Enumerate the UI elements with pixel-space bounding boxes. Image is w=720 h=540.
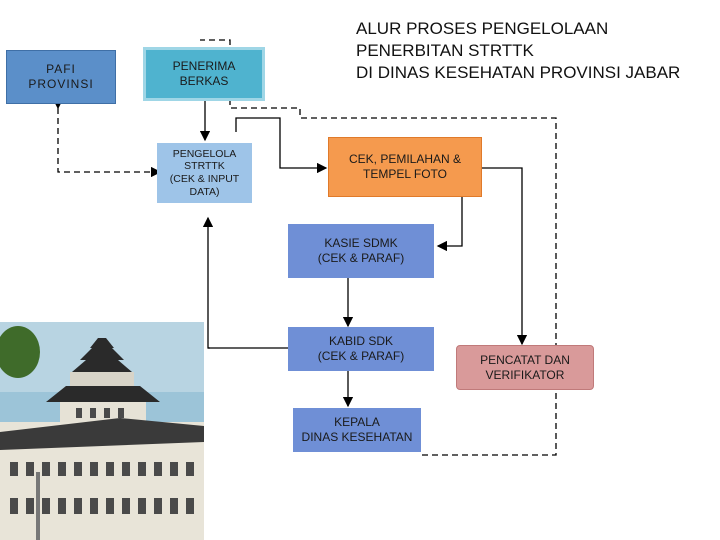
dashed-pafi-to-pengelola (52, 98, 162, 178)
node-pafi-provinsi: PAFI PROVINSI (6, 50, 116, 104)
node-pencatat-verifikator: PENCATAT DAN VERIFIKATOR (456, 345, 594, 390)
diagram-title: ALUR PROSES PENGELOLAAN PENERBITAN STRTT… (356, 19, 681, 82)
arrow-pengelola-to-cek (235, 117, 328, 174)
node-kasie-sdmk: KASIE SDMK (CEK & PARAF) (288, 224, 434, 278)
arrow-cek-to-pencatat (482, 167, 528, 346)
node-pengelola-strttk: PENGELOLA STRTTK (CEK & INPUT DATA) (157, 143, 252, 203)
node-kepala-dinas: KEPALA DINAS KESEHATAN (293, 408, 421, 452)
building-photo (0, 322, 204, 540)
node-cek-pemilahan: CEK, PEMILAHAN & TEMPEL FOTO (328, 137, 482, 197)
arrow-return-to-pengelola (202, 216, 214, 349)
node-penerima-berkas: PENERIMA BERKAS (143, 47, 265, 101)
node-kabid-sdk: KABID SDK (CEK & PARAF) (288, 327, 434, 371)
